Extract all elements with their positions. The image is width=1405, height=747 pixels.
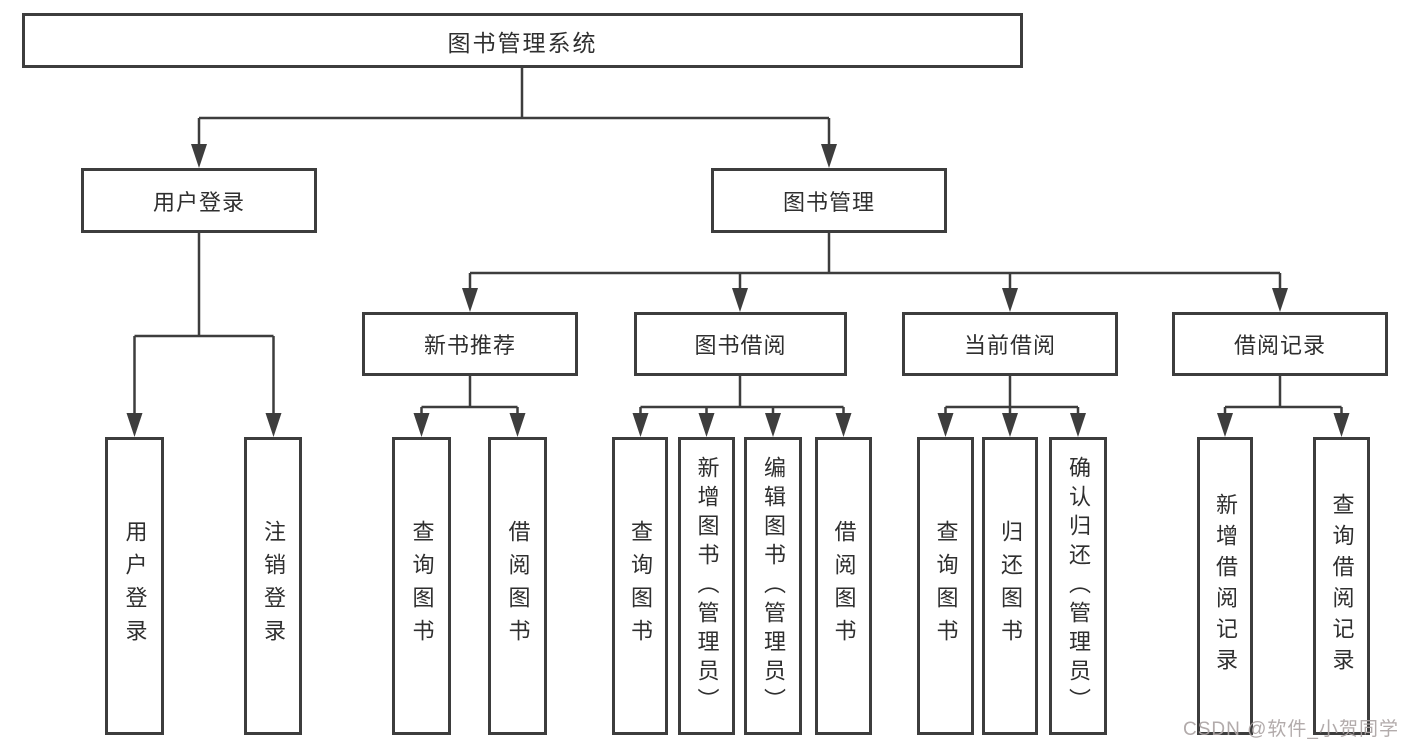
- leaf-recommend-borrow-books: 借阅图书: [488, 437, 547, 735]
- node-root: 图书管理系统: [22, 13, 1023, 68]
- leaf-current-return-books: 归还图书: [982, 437, 1038, 735]
- node-current-borrow: 当前借阅: [902, 312, 1118, 376]
- leaf-user-login-label: 用户登录: [122, 520, 148, 652]
- connector-segments: [133, 68, 1343, 415]
- node-book-management: 图书管理: [711, 168, 947, 233]
- leaf-borrow-query-books: 查询图书: [612, 437, 668, 735]
- leaf-recommend-borrow-books-label: 借阅图书: [505, 520, 531, 652]
- node-root-label: 图书管理系统: [447, 29, 598, 56]
- node-user-login: 用户登录: [81, 168, 317, 233]
- leaf-borrow-borrow-books-label: 借阅图书: [831, 520, 857, 652]
- node-new-book-recommend-label: 新书推荐: [423, 333, 516, 358]
- node-book-management-label: 图书管理: [782, 189, 875, 215]
- leaf-records-add-record: 新增借阅记录: [1197, 437, 1253, 735]
- leaf-logout-login: 注销登录: [244, 437, 302, 735]
- leaf-current-query-books: 查询图书: [917, 437, 974, 735]
- leaf-records-query-record-label: 查询借阅记录: [1329, 493, 1355, 679]
- leaf-current-confirm-return-admin-label: 确认归还（管理员）: [1066, 455, 1091, 717]
- leaf-records-query-record: 查询借阅记录: [1313, 437, 1370, 735]
- leaf-current-query-books-label: 查询图书: [933, 520, 959, 652]
- node-user-login-label: 用户登录: [152, 189, 245, 215]
- leaf-user-login: 用户登录: [105, 437, 164, 735]
- node-new-book-recommend: 新书推荐: [362, 312, 578, 376]
- node-borrow-records-label: 借阅记录: [1233, 333, 1326, 358]
- watermark: CSDN @软件_小贺同学: [1183, 719, 1399, 740]
- leaf-borrow-query-books-label: 查询图书: [628, 520, 653, 652]
- node-book-borrow: 图书借阅: [634, 312, 847, 376]
- leaf-borrow-add-books-admin-label: 新增图书（管理员）: [694, 455, 720, 717]
- leaf-borrow-borrow-books: 借阅图书: [815, 437, 872, 735]
- arrowheads: [126, 144, 1350, 437]
- leaf-current-confirm-return-admin: 确认归还（管理员）: [1049, 437, 1107, 735]
- leaf-records-add-record-label: 新增借阅记录: [1213, 493, 1238, 679]
- node-current-borrow-label: 当前借阅: [963, 333, 1056, 358]
- leaf-borrow-add-books-admin: 新增图书（管理员）: [678, 437, 735, 735]
- leaf-recommend-query-books: 查询图书: [392, 437, 451, 735]
- leaf-current-return-books-label: 归还图书: [998, 520, 1023, 652]
- leaf-recommend-query-books-label: 查询图书: [409, 520, 435, 652]
- node-borrow-records: 借阅记录: [1172, 312, 1388, 376]
- leaf-borrow-edit-books-admin: 编辑图书（管理员）: [744, 437, 802, 735]
- leaf-borrow-edit-books-admin-label: 编辑图书（管理员）: [761, 455, 786, 717]
- node-book-borrow-label: 图书借阅: [694, 333, 787, 358]
- leaf-logout-login-label: 注销登录: [261, 520, 286, 652]
